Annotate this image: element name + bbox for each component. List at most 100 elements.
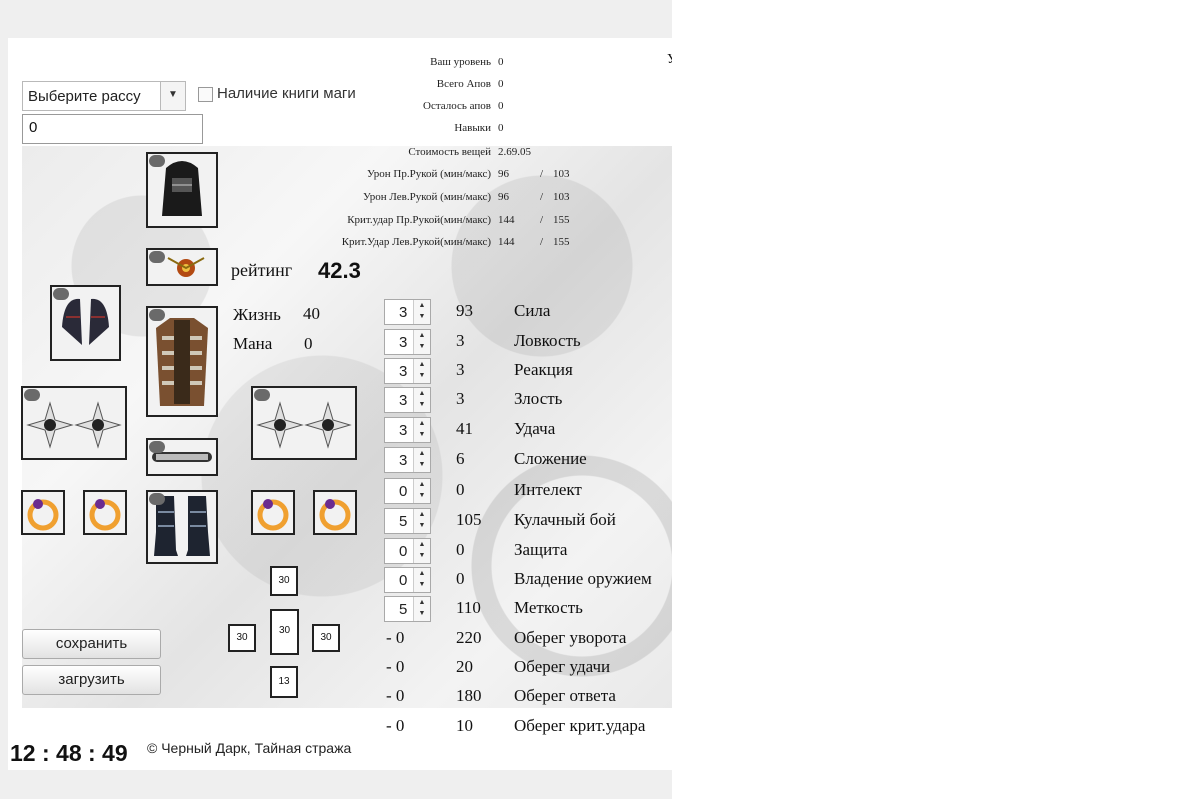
gem-icon bbox=[53, 288, 69, 300]
gem-icon bbox=[149, 155, 165, 167]
damage-max: 155 bbox=[553, 236, 570, 248]
small-slot[interactable]: 30 bbox=[312, 624, 340, 652]
stat-spinner[interactable]: 5 ▲▼ bbox=[384, 596, 431, 622]
rating-label: рейтинг bbox=[231, 260, 293, 280]
boots-icon bbox=[154, 496, 210, 556]
stat-spinner[interactable]: 0 ▲▼ bbox=[384, 478, 431, 504]
stat-input[interactable]: 3 bbox=[399, 363, 408, 380]
bottom-margin bbox=[0, 770, 672, 799]
gem-icon bbox=[254, 389, 270, 401]
spin-arrows-icon[interactable]: ▲▼ bbox=[413, 330, 430, 354]
stat-input[interactable]: 0 bbox=[399, 543, 408, 560]
left-weapon-slot[interactable] bbox=[21, 386, 127, 460]
ring-slot-2[interactable] bbox=[83, 490, 127, 535]
ring-slot-4[interactable] bbox=[313, 490, 357, 535]
race-select[interactable]: Выберите рассу ▼ bbox=[22, 81, 186, 111]
stat-spinner[interactable]: 0 ▲▼ bbox=[384, 538, 431, 564]
spin-arrows-icon[interactable]: ▲▼ bbox=[413, 539, 430, 563]
summary-block: Ваш уровень Всего Апов Осталось апов Нав… bbox=[308, 56, 491, 286]
summary-value: 2.69.05 bbox=[498, 146, 531, 158]
gloves-slot[interactable] bbox=[50, 285, 121, 361]
amulet-row: - 0 10 Оберег крит.удара bbox=[384, 714, 672, 742]
load-button[interactable]: загрузить bbox=[22, 665, 161, 695]
damage-min: 96 bbox=[498, 191, 509, 203]
stat-spinner[interactable]: 3 ▲▼ bbox=[384, 299, 431, 325]
stat-spinner[interactable]: 3 ▲▼ bbox=[384, 447, 431, 473]
race-select-arrow[interactable]: ▼ bbox=[160, 82, 185, 110]
amulet-row: - 0 20 Оберег удачи bbox=[384, 655, 672, 683]
stat-input[interactable]: 0 bbox=[399, 572, 408, 589]
spin-arrows-icon[interactable]: ▲▼ bbox=[413, 418, 430, 442]
stat-spinner[interactable]: 3 ▲▼ bbox=[384, 329, 431, 355]
stat-input[interactable]: 5 bbox=[399, 601, 408, 618]
gem-icon bbox=[149, 309, 165, 321]
stat-row: 3▲▼ 93 Сила bbox=[384, 299, 672, 327]
small-slot[interactable]: 13 bbox=[270, 666, 298, 698]
stat-input[interactable]: 5 bbox=[399, 513, 408, 530]
amulet-minus: - 0 bbox=[386, 686, 405, 705]
stat-value: 41 bbox=[456, 419, 473, 438]
stat-input[interactable]: 3 bbox=[399, 334, 408, 351]
gem-icon bbox=[149, 251, 165, 263]
spin-arrows-icon[interactable]: ▲▼ bbox=[413, 509, 430, 533]
damage-min: 96 bbox=[498, 168, 509, 180]
stat-label: Меткость bbox=[514, 598, 583, 617]
spin-arrows-icon[interactable]: ▲▼ bbox=[413, 359, 430, 383]
amulet-icon bbox=[167, 257, 205, 277]
amulet-slot[interactable] bbox=[146, 248, 218, 286]
helmet-icon bbox=[162, 161, 202, 216]
save-button[interactable]: сохранить bbox=[22, 629, 161, 659]
stat-row: 3▲▼ 41 Удача bbox=[384, 417, 672, 445]
summary-label: Стоимость вещей bbox=[408, 146, 491, 158]
stat-value: 0 bbox=[456, 480, 465, 499]
stat-input[interactable]: 0 bbox=[399, 483, 408, 500]
spin-arrows-icon[interactable]: ▲▼ bbox=[413, 300, 430, 324]
spin-arrows-icon[interactable]: ▲▼ bbox=[413, 388, 430, 412]
amulet-minus: - 0 bbox=[386, 716, 405, 735]
small-slot[interactable]: 30 bbox=[270, 566, 298, 596]
stat-input[interactable]: 3 bbox=[399, 392, 408, 409]
ring-icon bbox=[27, 499, 59, 531]
stat-row: 0▲▼ 0 Владение оружием bbox=[384, 567, 672, 595]
stat-input[interactable]: 3 bbox=[399, 304, 408, 321]
damage-label: Крит.удар Пр.Рукой(мин/макс) bbox=[347, 214, 491, 226]
helmet-slot[interactable] bbox=[146, 152, 218, 228]
small-slot[interactable]: 30 bbox=[228, 624, 256, 652]
stat-input[interactable]: 3 bbox=[399, 422, 408, 439]
stat-row: 5▲▼ 105 Кулачный бой bbox=[384, 508, 672, 536]
right-weapon-slot[interactable] bbox=[251, 386, 357, 460]
summary-value: 0 bbox=[498, 78, 504, 90]
magic-book-checkbox[interactable] bbox=[198, 87, 213, 102]
belt-slot[interactable] bbox=[146, 438, 218, 476]
amulet-label: Оберег крит.удара bbox=[514, 716, 646, 735]
stat-spinner[interactable]: 3 ▲▼ bbox=[384, 417, 431, 443]
spin-arrows-icon[interactable]: ▲▼ bbox=[413, 568, 430, 592]
boots-slot[interactable] bbox=[146, 490, 218, 564]
stat-value: 0 bbox=[456, 569, 465, 588]
spin-arrows-icon[interactable]: ▲▼ bbox=[413, 448, 430, 472]
stat-input[interactable]: 3 bbox=[399, 452, 408, 469]
stat-spinner[interactable]: 5 ▲▼ bbox=[384, 508, 431, 534]
damage-max: 103 bbox=[553, 168, 570, 180]
small-slot[interactable]: 30 bbox=[270, 609, 299, 655]
stat-spinner[interactable]: 0 ▲▼ bbox=[384, 567, 431, 593]
ring-slot-3[interactable] bbox=[251, 490, 295, 535]
armor-icon bbox=[156, 318, 208, 406]
stat-value: 3 bbox=[456, 331, 465, 350]
damage-max: 103 bbox=[553, 191, 570, 203]
stat-label: Интелект bbox=[514, 480, 582, 499]
stat-label: Кулачный бой bbox=[514, 510, 616, 529]
amulet-label: Оберег ответа bbox=[514, 686, 616, 705]
rating-value: 42.3 bbox=[318, 258, 361, 283]
number-field[interactable]: 0 bbox=[22, 114, 203, 144]
stat-spinner[interactable]: 3 ▲▼ bbox=[384, 358, 431, 384]
ring-slot-1[interactable] bbox=[21, 490, 65, 535]
gem-icon bbox=[149, 493, 165, 505]
amulet-minus: - 0 bbox=[386, 657, 405, 676]
spin-arrows-icon[interactable]: ▲▼ bbox=[413, 479, 430, 503]
summary-label: Всего Апов bbox=[436, 78, 491, 90]
clock: 12 : 48 : 49 bbox=[10, 740, 128, 766]
spin-arrows-icon[interactable]: ▲▼ bbox=[413, 597, 430, 621]
stat-spinner[interactable]: 3 ▲▼ bbox=[384, 387, 431, 413]
armor-slot[interactable] bbox=[146, 306, 218, 417]
